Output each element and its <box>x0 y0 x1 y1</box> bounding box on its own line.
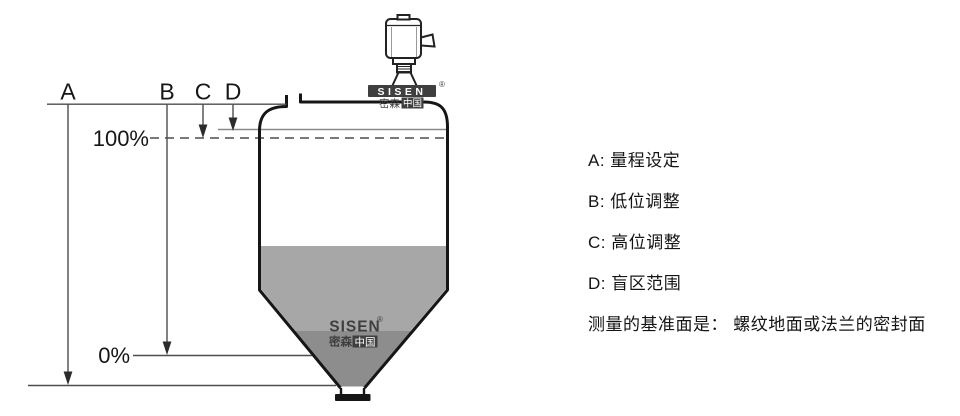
tank-logo-cn-block <box>352 335 378 348</box>
tank-right-wall <box>299 93 449 389</box>
arrowhead-a <box>63 371 73 385</box>
sensor-top-tab <box>396 14 411 21</box>
flange-watermark-block <box>368 85 436 97</box>
dimension-arrow-c <box>198 104 208 138</box>
tank-logo-reg-mark: ® <box>377 315 383 324</box>
tank-outlet-neck <box>339 388 366 394</box>
radar-sensor <box>385 14 436 88</box>
dimension-arrow-b <box>162 104 172 355</box>
arrowhead-b <box>162 341 172 355</box>
flange-watermark-cn-right: 中国 <box>403 98 422 110</box>
legend-note-reference-plane: 测量的基准面是： 螺纹地面或法兰的密封面 <box>588 315 926 334</box>
marker-label-a: A <box>60 79 76 105</box>
dimension-arrow-d <box>228 104 238 131</box>
marker-label-c: C <box>195 79 212 105</box>
tank-logo-cn-right: 中国 <box>355 335 376 348</box>
tank-logo: SISEN ® 密森 中国 <box>328 315 383 349</box>
empty-level-label: 0% <box>98 343 130 368</box>
material-fill-lower <box>293 331 413 387</box>
tank-left-wall <box>258 95 342 389</box>
legend-item-b: B: 低位调整 <box>588 192 681 211</box>
dimension-arrow-a <box>63 104 73 385</box>
flange-watermark: SISEN ® 密森 中国 <box>368 80 445 110</box>
legend-item-d: D: 盲区范围 <box>588 274 682 293</box>
legend-item-c: C: 高位调整 <box>588 233 682 252</box>
tank-logo-brand: SISEN <box>329 319 381 336</box>
flange-watermark-cn-left: 密森 <box>379 97 400 110</box>
flange-watermark-cn-block <box>401 97 424 109</box>
flange-watermark-brand: SISEN <box>377 86 426 98</box>
arrowhead-c <box>198 124 208 138</box>
marker-label-d: D <box>225 79 242 105</box>
tank-outlet-flange <box>335 394 371 401</box>
tank-logo-cn-left: 密森 <box>328 335 352 349</box>
marker-label-b: B <box>159 79 174 105</box>
sensor-cable-gland <box>420 33 436 48</box>
sensor-body-shading <box>391 27 417 57</box>
flange-watermark-reg-mark: ® <box>439 80 445 89</box>
legend-item-a: A: 量程设定 <box>588 151 681 170</box>
arrowhead-d <box>228 117 238 131</box>
material-fill-upper <box>261 246 446 387</box>
sensor-horn-antenna <box>390 71 419 88</box>
full-level-label: 100% <box>93 126 149 151</box>
